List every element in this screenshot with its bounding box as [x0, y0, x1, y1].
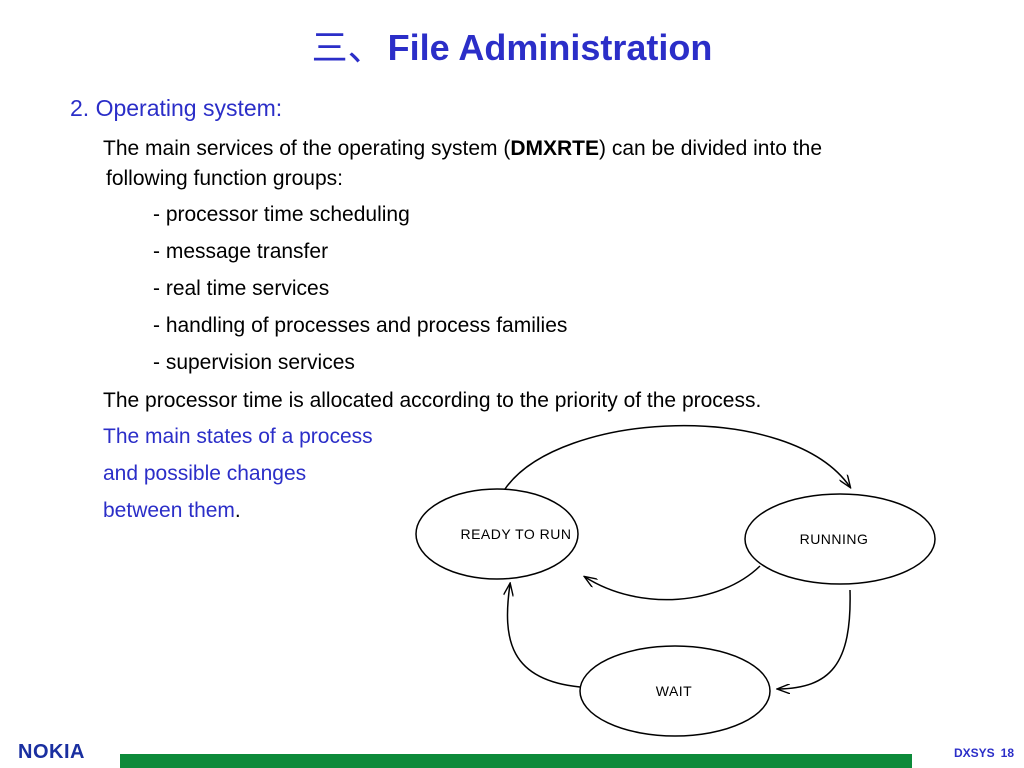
- arrow-ready-to-running: [504, 424, 850, 490]
- title-prefix: 三、: [311, 28, 384, 69]
- bullet-item: - handling of processes and process fami…: [153, 314, 568, 337]
- arrow-running-to-ready: [585, 565, 761, 601]
- intro-before: The main services of the operating syste…: [103, 137, 511, 160]
- states-caption-line3-text: between them: [103, 499, 235, 522]
- states-caption-line3: between them.: [103, 496, 241, 526]
- bullet-item: - message transfer: [153, 240, 329, 263]
- state-ready-node: READY TO RUN: [415, 488, 579, 580]
- state-wait-node: WAIT: [579, 645, 771, 737]
- state-running-label: RUNNING: [800, 531, 869, 547]
- arrow-running-to-wait: [778, 589, 851, 689]
- slide-title: 三、File Administration: [0, 26, 1024, 71]
- arrow-wait-to-ready: [507, 584, 581, 688]
- bullet-item: - real time services: [153, 277, 330, 300]
- nokia-logo: NOKIA: [18, 741, 85, 763]
- intro-bold-term: DMXRTE: [510, 137, 600, 160]
- intro-paragraph: The main services of the operating syste…: [103, 134, 1003, 194]
- footer-page-label: DXSYS 18: [954, 746, 1014, 760]
- state-running-node: RUNNING: [744, 493, 936, 585]
- states-caption-line2: and possible changes: [103, 462, 307, 485]
- section-heading: 2. Operating system:: [70, 95, 283, 121]
- states-caption-period: .: [234, 499, 241, 522]
- priority-text: The processor time is allocated accordin…: [103, 389, 762, 412]
- title-text: File Administration: [387, 27, 713, 68]
- footer-course: DXSYS: [953, 746, 995, 760]
- page-number: 18: [1000, 746, 1014, 760]
- intro-after: ) can be divided into the: [599, 137, 822, 160]
- intro-line2: following function groups:: [106, 167, 343, 190]
- state-wait-label: WAIT: [656, 683, 692, 699]
- bullet-item: - processor time scheduling: [153, 203, 410, 226]
- footer-bar: [120, 754, 912, 768]
- state-ready-label: READY TO RUN: [460, 526, 571, 542]
- bullet-item: - supervision services: [153, 351, 355, 374]
- states-caption-line1: The main states of a process: [103, 425, 373, 448]
